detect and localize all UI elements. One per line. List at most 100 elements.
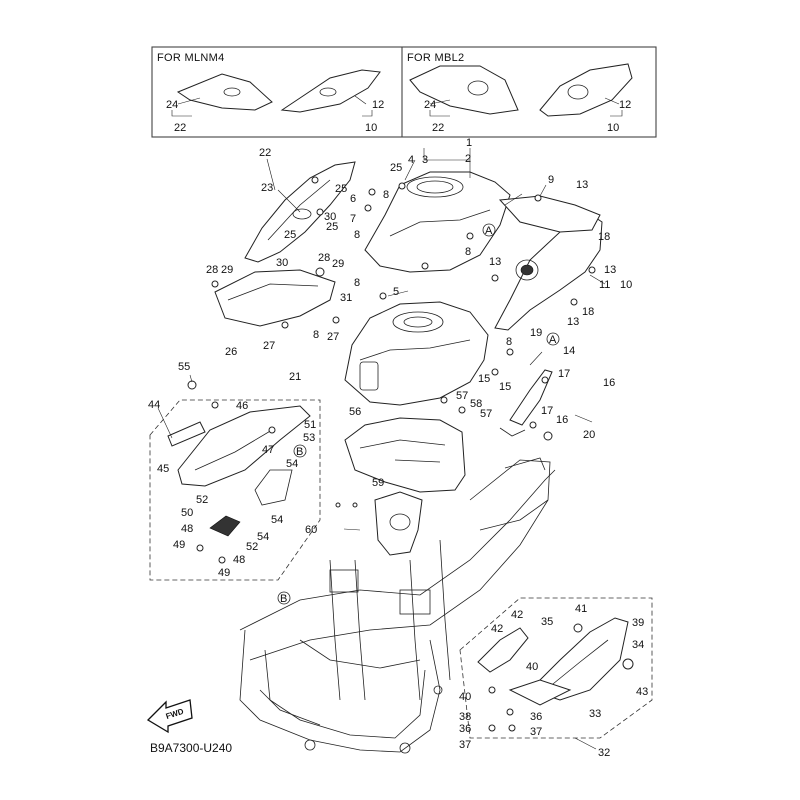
callout-43: 43	[636, 686, 648, 698]
callout-22-a: 22	[174, 122, 186, 134]
callout-37-a: 37	[459, 739, 471, 751]
callout-9: 9	[548, 174, 554, 186]
tank-cover	[364, 171, 511, 273]
callout-40-a: 40	[459, 691, 471, 703]
callout-57-a: 57	[456, 390, 468, 402]
callout-8-e: 8	[313, 329, 319, 341]
ref-a-1: A	[485, 225, 493, 237]
callout-54-a: 54	[286, 458, 298, 470]
callout-22-b: 22	[432, 122, 444, 134]
callout-38: 38	[459, 711, 471, 723]
right-subassembly	[459, 597, 653, 739]
callout-34: 34	[632, 639, 644, 651]
fwd-arrow-icon: FWD	[146, 699, 193, 734]
callout-4: 4	[408, 154, 414, 166]
side-cover-right-upper	[498, 195, 601, 233]
part-59-cover	[374, 491, 423, 556]
side-cover-panel-left	[214, 269, 336, 327]
callout-18-b: 18	[582, 306, 594, 318]
callout-21: 21	[289, 371, 301, 383]
callout-33: 33	[589, 708, 601, 720]
variant-header-mbl2: FOR MBL2	[407, 52, 464, 64]
callout-52-a: 52	[196, 494, 208, 506]
callout-31: 31	[340, 292, 352, 304]
callout-27-a: 27	[263, 340, 275, 352]
ref-a-2: A	[549, 334, 557, 346]
callout-8-b: 8	[354, 229, 360, 241]
callout-59: 59	[372, 477, 384, 489]
callout-25-c: 25	[326, 221, 338, 233]
reference-markers: A A B B	[277, 223, 560, 605]
callout-13-d: 13	[567, 316, 579, 328]
callout-51: 51	[304, 419, 316, 431]
callout-49-b: 49	[218, 567, 230, 579]
callout-45: 45	[157, 463, 169, 475]
callout-14: 14	[563, 345, 575, 357]
variant-header-mlnm4: FOR MLNM4	[157, 52, 224, 64]
callout-29-b: 29	[332, 258, 344, 270]
callout-52-b: 52	[246, 541, 258, 553]
callout-57-b: 57	[480, 408, 492, 420]
callout-2: 2	[465, 153, 471, 165]
variant-cover-left-b	[280, 69, 381, 113]
left-subassembly	[149, 380, 321, 581]
callout-13-b: 13	[489, 256, 501, 268]
callout-32: 32	[598, 747, 610, 759]
callout-58: 58	[470, 398, 482, 410]
callout-46: 46	[236, 400, 248, 412]
callout-39: 39	[632, 617, 644, 629]
callout-23: 23	[261, 182, 273, 194]
callout-25-b: 25	[335, 183, 347, 195]
callout-49-a: 49	[173, 539, 185, 551]
variant-box: FOR MLNM4 FOR MBL2 24 12 22 10 24 12 22 …	[151, 46, 657, 138]
variant-cover-right-a	[409, 65, 519, 115]
callout-55: 55	[178, 361, 190, 373]
callout-16-b: 16	[556, 414, 568, 426]
frame	[239, 457, 556, 754]
variant-cover-right-b	[539, 63, 633, 117]
side-cover-upper-left	[214, 161, 356, 327]
side-cover-right	[494, 195, 603, 331]
under-cowl-33	[529, 617, 629, 701]
callout-12-b: 12	[619, 99, 631, 111]
callout-36-b: 36	[530, 711, 542, 723]
callout-25-a: 25	[390, 162, 402, 174]
ref-b-1: B	[296, 446, 303, 458]
callout-15-a: 15	[478, 373, 490, 385]
callout-30-b: 30	[276, 257, 288, 269]
callout-16-a: 16	[603, 377, 615, 389]
callout-24-a: 24	[166, 99, 178, 111]
variant-cover-left-a	[176, 73, 273, 111]
callout-56: 56	[349, 406, 361, 418]
callout-13-c: 13	[604, 264, 616, 276]
callout-35: 35	[541, 616, 553, 628]
callout-18-a: 18	[598, 231, 610, 243]
callout-15-b: 15	[499, 381, 511, 393]
callout-8-c: 8	[465, 246, 471, 258]
callout-7: 7	[350, 213, 356, 225]
callout-50: 50	[181, 507, 193, 519]
fuel-tank	[344, 301, 489, 406]
callout-60: 60	[305, 524, 317, 536]
callout-36-a: 36	[459, 723, 471, 735]
callout-28: 28	[206, 264, 218, 276]
callout-24-b: 24	[424, 99, 436, 111]
callout-22: 22	[259, 147, 271, 159]
callout-37-b: 37	[530, 726, 542, 738]
callout-5: 5	[393, 286, 399, 298]
callout-17-a: 17	[558, 368, 570, 380]
callout-3: 3	[422, 154, 428, 166]
side-panel-45	[177, 405, 311, 487]
bracket-14	[499, 369, 553, 437]
callout-48-a: 48	[181, 523, 193, 535]
callout-41: 41	[575, 603, 587, 615]
callout-42-a: 42	[511, 609, 523, 621]
callout-47: 47	[262, 444, 274, 456]
callout-25-d: 25	[284, 229, 296, 241]
callout-27-b: 27	[327, 331, 339, 343]
fasteners	[211, 176, 596, 508]
callout-labels: 1 2 3 4 5 6 7 8 8 8 8 8 8 9 10 11 13 13 …	[148, 137, 648, 759]
callout-1: 1	[466, 137, 472, 149]
callout-54-b: 54	[271, 514, 283, 526]
callout-10-b: 10	[607, 122, 619, 134]
